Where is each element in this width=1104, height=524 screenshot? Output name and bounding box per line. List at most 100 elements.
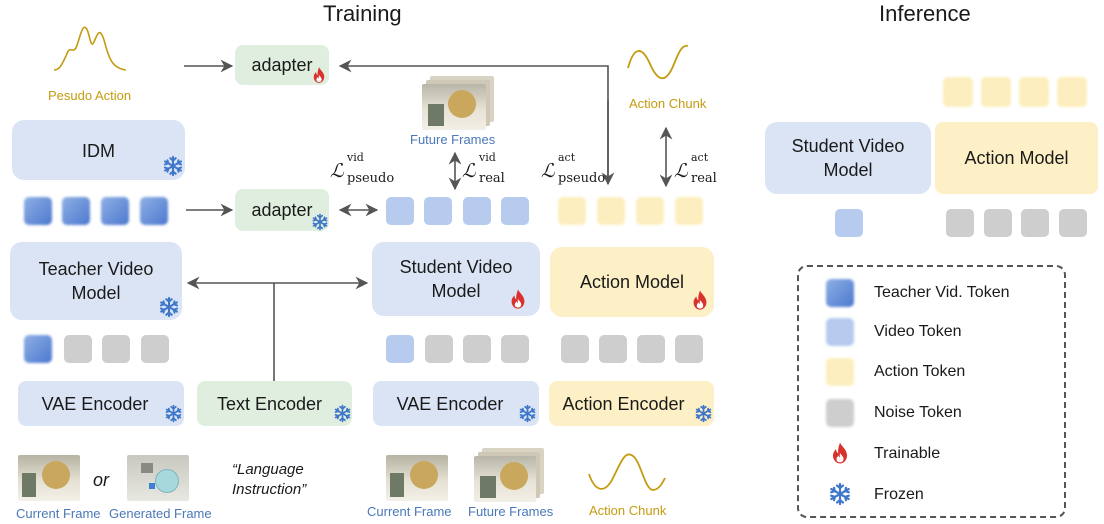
generated-frame-image bbox=[127, 455, 189, 501]
inference-student-video-model-box: Student Video Model bbox=[765, 122, 931, 194]
snowflake-icon bbox=[164, 404, 183, 423]
legend-label-frozen: Frozen bbox=[874, 486, 924, 503]
noise-token bbox=[1059, 209, 1087, 237]
vae-encoder-left-box: VAE Encoder bbox=[18, 381, 184, 426]
noise-token bbox=[102, 335, 130, 363]
future-frames-bottom-image bbox=[474, 448, 546, 502]
adapter-mid-label: adapter bbox=[251, 200, 313, 220]
pesudo-action-caption: Pesudo Action bbox=[48, 88, 132, 103]
adapter-mid-box: adapter bbox=[235, 189, 329, 231]
action-token bbox=[597, 197, 625, 225]
noise-token bbox=[425, 335, 453, 363]
teacher-token bbox=[101, 197, 129, 225]
action-token bbox=[636, 197, 664, 225]
video-token bbox=[463, 197, 491, 225]
video-token bbox=[386, 197, 414, 225]
current-frame-left-caption: Current Frame bbox=[16, 506, 101, 521]
or-text: or bbox=[93, 470, 110, 490]
student-line2: Model bbox=[431, 281, 481, 301]
snowflake-icon bbox=[333, 404, 352, 423]
student-line1: Student Video bbox=[399, 257, 513, 277]
current-frame-mid-caption: Current Frame bbox=[367, 504, 452, 519]
noise-token bbox=[599, 335, 627, 363]
adapter-top-label: adapter bbox=[251, 55, 313, 75]
vae-mid-label: VAE Encoder bbox=[396, 393, 504, 414]
legend-label-noise: Noise Token bbox=[874, 404, 962, 421]
teacher-token bbox=[62, 197, 90, 225]
fire-icon bbox=[828, 440, 852, 466]
future-frames-top-image bbox=[422, 76, 496, 130]
teacher-token bbox=[24, 197, 52, 225]
action-model-box: Action Model bbox=[550, 247, 714, 317]
legend-label-trainable: Trainable bbox=[874, 445, 941, 462]
noise-token bbox=[675, 335, 703, 363]
noise-token bbox=[141, 335, 169, 363]
snowflake-icon bbox=[518, 404, 537, 423]
teacher-token bbox=[140, 197, 168, 225]
action-chunk-bottom-wave-icon bbox=[588, 453, 666, 491]
action-token bbox=[558, 197, 586, 225]
inf-action-model-label: Action Model bbox=[964, 148, 1069, 168]
video-token bbox=[835, 209, 863, 237]
action-token-legend-swatch bbox=[826, 358, 854, 386]
noise-token bbox=[501, 335, 529, 363]
text-encoder-box: Text Encoder bbox=[197, 381, 352, 426]
snowflake-icon bbox=[828, 482, 852, 506]
vae-encoder-mid-box: VAE Encoder bbox=[373, 381, 539, 426]
video-token-legend-swatch bbox=[826, 318, 854, 346]
text-encoder-label: Text Encoder bbox=[216, 393, 323, 414]
training-title: Training bbox=[323, 1, 402, 26]
action-encoder-box: Action Encoder bbox=[549, 381, 714, 426]
current-frame-left-image bbox=[18, 455, 80, 501]
action-model-label: Action Model bbox=[579, 272, 685, 292]
snowflake-icon bbox=[694, 404, 713, 423]
teacher-line1: Teacher Video bbox=[38, 259, 154, 279]
language-instruction-text: “Language Instruction” bbox=[232, 461, 307, 498]
noise-token-legend-swatch bbox=[826, 399, 854, 427]
idm-box: IDM bbox=[12, 120, 185, 180]
action-token bbox=[943, 77, 973, 107]
future-frames-top-caption: Future Frames bbox=[410, 132, 496, 147]
inf-student-line1: Student Video bbox=[791, 136, 905, 156]
fire-icon bbox=[310, 66, 328, 84]
noise-token bbox=[561, 335, 589, 363]
action-token bbox=[1019, 77, 1049, 107]
inference-action-model-box: Action Model bbox=[935, 122, 1098, 194]
legend-label-teacher: Teacher Vid. Token bbox=[874, 284, 1010, 301]
teacher-line2: Model bbox=[71, 283, 121, 303]
action-token bbox=[981, 77, 1011, 107]
action-chunk-wave-icon bbox=[627, 44, 689, 80]
current-frame-mid-image bbox=[386, 455, 448, 501]
pseudo-action-wave-icon bbox=[53, 26, 127, 71]
noise-token bbox=[637, 335, 665, 363]
future-frames-bottom-caption: Future Frames bbox=[468, 504, 554, 519]
snowflake-icon bbox=[162, 155, 184, 177]
legend-box bbox=[797, 265, 1066, 518]
idm-label: IDM bbox=[82, 141, 115, 161]
video-token bbox=[424, 197, 452, 225]
video-token bbox=[501, 197, 529, 225]
vae-left-label: VAE Encoder bbox=[41, 393, 149, 414]
action-chunk-bottom-caption: Action Chunk bbox=[589, 503, 667, 518]
snowflake-icon bbox=[311, 213, 329, 231]
generated-frame-caption: Generated Frame bbox=[109, 506, 212, 521]
noise-token bbox=[463, 335, 491, 363]
legend-label-video: Video Token bbox=[874, 323, 962, 340]
noise-token bbox=[984, 209, 1012, 237]
teacher-token bbox=[24, 335, 52, 363]
legend-label-action: Action Token bbox=[874, 363, 966, 380]
video-token bbox=[386, 335, 414, 363]
adapter-top-box: adapter bbox=[235, 45, 329, 85]
action-token bbox=[1057, 77, 1087, 107]
noise-token bbox=[946, 209, 974, 237]
action-encoder-label: Action Encoder bbox=[562, 393, 685, 414]
action-chunk-top-caption: Action Chunk bbox=[629, 96, 707, 111]
teacher-video-model-box: Teacher Video Model bbox=[10, 242, 182, 320]
fire-icon bbox=[507, 288, 529, 310]
action-token bbox=[675, 197, 703, 225]
